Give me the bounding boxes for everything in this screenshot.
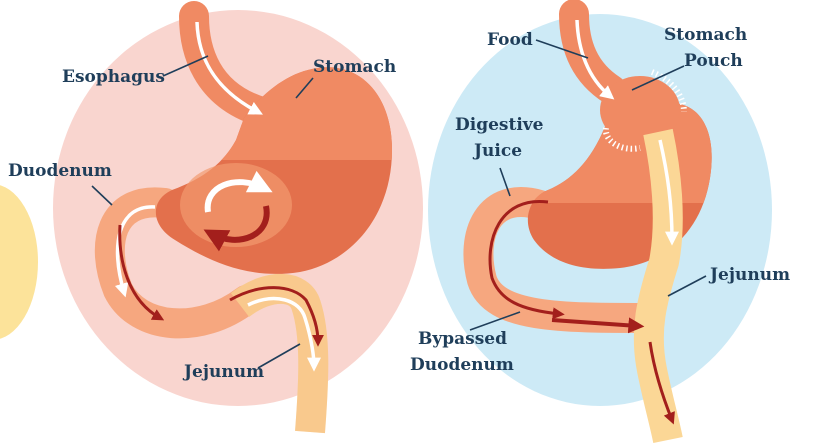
stomach-inner-glow xyxy=(180,163,292,247)
edge-yellow-shape xyxy=(0,184,38,340)
right-panel-gastric-bypass: Food Stomach Pouch Digestive Juice Jejun… xyxy=(410,14,790,440)
label-stomach: Stomach xyxy=(313,57,396,77)
label-food: Food xyxy=(487,30,533,50)
label-bypassed-duodenum-line1: Bypassed xyxy=(418,329,507,349)
label-stomach-pouch-line2: Pouch xyxy=(684,51,743,71)
label-digestive-juice-line2: Juice xyxy=(472,141,522,161)
label-bypassed-duodenum-line2: Duodenum xyxy=(410,355,514,375)
jejunum-tube-right xyxy=(649,132,668,440)
label-duodenum: Duodenum xyxy=(8,161,112,181)
label-digestive-juice-line1: Digestive xyxy=(455,115,544,135)
label-stomach-pouch-line1: Stomach xyxy=(664,25,747,45)
label-esophagus: Esophagus xyxy=(62,67,165,87)
left-panel-normal-anatomy: Esophagus Stomach Duodenum Jejunum xyxy=(8,10,423,432)
label-jejunum-left: Jejunum xyxy=(182,362,264,382)
label-jejunum-right: Jejunum xyxy=(708,265,790,285)
